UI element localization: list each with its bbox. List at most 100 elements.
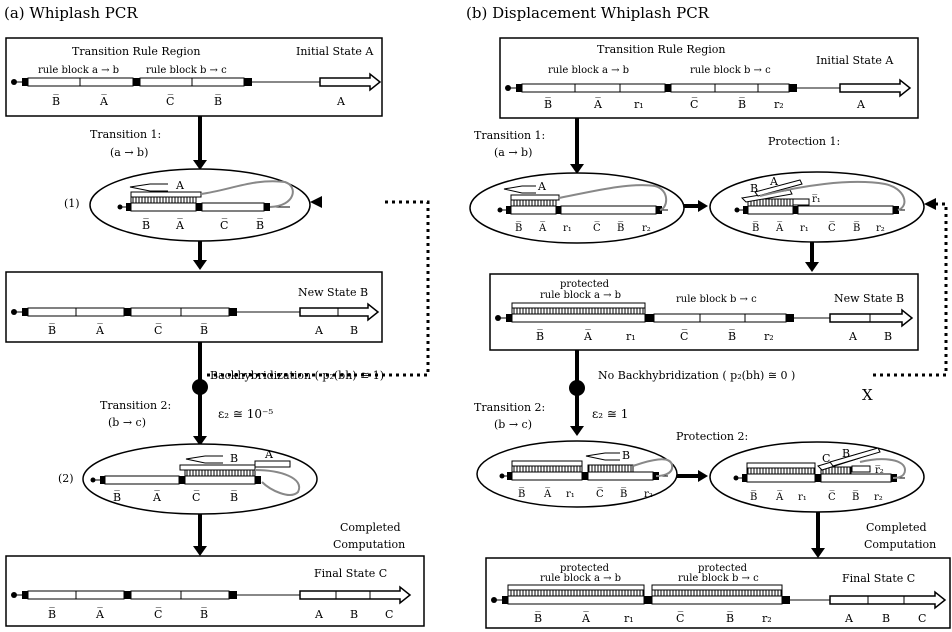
- b-ell2-l4: C̅: [596, 488, 604, 500]
- bp2-l2: A̅: [775, 491, 784, 503]
- b-state-label: Initial State A: [816, 54, 894, 67]
- bp2-seg-c: C: [822, 452, 830, 465]
- b-ns-seg-b: B: [884, 330, 892, 343]
- b-ell1-l6: r₂: [642, 223, 651, 234]
- b-label-5: B̅: [738, 97, 746, 111]
- bp1-seg-a: A: [769, 175, 779, 188]
- fs-seg-a: A: [314, 608, 324, 621]
- b-label-6: r₂: [774, 98, 784, 111]
- b-label-3: r₁: [634, 98, 644, 111]
- b-ell2-l2: A̅: [543, 488, 552, 500]
- panel-a-new-state-box: New State B B̅ A̅ C̅ B̅ A B: [5, 271, 383, 343]
- panel-a-final-box: Final State C B̅ A̅ C̅ B̅ A B C: [5, 555, 425, 627]
- b-ns-l4: C̅: [680, 329, 688, 343]
- panel-b-ellipse-1: A B̅ A̅ r₁ C̅ B̅ r₂: [469, 172, 685, 244]
- final-state-label: Final State C: [314, 567, 387, 580]
- b-completed-2: Computation: [864, 538, 936, 551]
- b-ns-seg-a: A: [848, 330, 858, 343]
- bp2-l5: B̅: [852, 491, 859, 503]
- panel-b-initial-box: Transition Rule Region Initial State A r…: [499, 37, 919, 119]
- b-ns-protected-2: rule block a → b: [540, 290, 621, 301]
- ns-label-3: C̅: [154, 323, 162, 337]
- junction-dot: [192, 379, 208, 395]
- ns-seg-b: B: [350, 324, 358, 337]
- b-completed-1: Completed: [866, 521, 927, 534]
- completed-line-1: Completed: [340, 521, 401, 534]
- x-mark: X: [862, 386, 873, 404]
- ell2-seg-b: B: [230, 452, 238, 465]
- bf-l1: B̅: [534, 611, 542, 625]
- fs-seg-c: C: [385, 608, 393, 621]
- transition-1-sub: (a → b): [110, 146, 148, 159]
- b-ell1-l4: C̅: [593, 222, 601, 234]
- b-ell2-seg: B: [622, 449, 630, 462]
- new-state-label: New State B: [298, 286, 368, 299]
- b-transition-1-label: Transition 1:: [474, 129, 545, 142]
- ell2-label-3: C̅: [192, 490, 200, 504]
- bp2-r: r̅₂: [875, 465, 884, 476]
- step-1-number: (1): [64, 197, 80, 210]
- b-ns-protected-1: protected: [560, 279, 610, 290]
- ell1-label-4: B̅: [256, 218, 264, 232]
- b-label-4: C̅: [690, 97, 698, 111]
- bp2-l3: r₁: [798, 492, 807, 503]
- bp2-l4: C̅: [828, 491, 836, 503]
- bf-prot-b2: rule block b → c: [678, 573, 759, 584]
- state-segment-a: A: [336, 95, 346, 108]
- bf-l6: r₂: [762, 612, 772, 625]
- rule-block-b-label: rule block b → c: [146, 65, 227, 76]
- transition-1-label: Transition 1:: [90, 128, 161, 141]
- panel-a-ellipse-2: (2) B A B̅ A̅ C̅ B̅: [58, 443, 318, 515]
- b-ell1-l1: B̅: [515, 222, 522, 234]
- b-transition-2-sub: (b → c): [494, 418, 532, 431]
- no-backhybridization-label: No Backhybridization ( p₂(bh) ≅ 0 ): [598, 369, 795, 382]
- ns-label-4: B̅: [200, 323, 208, 337]
- label-1: B̅: [52, 94, 60, 108]
- b-ell2-l3: r₁: [566, 489, 575, 500]
- bp1-l3: r₁: [800, 223, 809, 234]
- fs-seg-b: B: [350, 608, 358, 621]
- bf-seg-b: B: [882, 612, 890, 625]
- b-ns-l5: B̅: [728, 329, 736, 343]
- panel-b-ellipse-protect-1: B A r̅₁ B̅ A̅ r₁ C̅ B̅ r₂: [709, 171, 925, 243]
- b-transition-2-label: Transition 2:: [474, 401, 545, 414]
- b-ell2-l5: B̅: [620, 488, 627, 500]
- panel-b-ellipse-2: B B̅ A̅ r₁ C̅ B̅ r₂: [476, 440, 678, 508]
- bp2-l1: B̅: [750, 491, 757, 503]
- b-label-2: A̅: [593, 97, 603, 111]
- protection-1-label: Protection 1:: [768, 135, 840, 148]
- ell1-label-2: A̅: [175, 218, 185, 232]
- bf-l3: r₁: [624, 612, 634, 625]
- completed-line-2: Computation: [333, 538, 405, 551]
- bf-l5: B̅: [726, 611, 734, 625]
- bf-prot-b1: protected: [698, 563, 748, 574]
- bf-l4: C̅: [676, 611, 684, 625]
- bp1-seg-b: B: [750, 182, 758, 195]
- b-rule-region-label: Transition Rule Region: [597, 43, 726, 56]
- b-ns-l2: A̅: [583, 329, 593, 343]
- backhybridization-label: Backhybridization ( p₂(bh) ≅ 1): [210, 369, 384, 382]
- ell2-seg-a: A: [264, 448, 274, 461]
- bf-seg-a: A: [844, 612, 854, 625]
- bp1-l4: C̅: [828, 222, 836, 234]
- ell1-seg-a: A: [175, 179, 185, 192]
- b-ns-rule-b: rule block b → c: [676, 294, 757, 305]
- bp1-l2: A̅: [775, 222, 784, 234]
- epsilon-label: ε₂ ≅ 10⁻⁵: [218, 407, 273, 421]
- bf-prot-a2: rule block a → b: [540, 573, 621, 584]
- panel-a-title: (a) Whiplash PCR: [4, 4, 138, 22]
- b-state-seg: A: [856, 98, 866, 111]
- panel-b-title: (b) Displacement Whiplash PCR: [466, 4, 710, 22]
- ell2-label-2: A̅: [152, 490, 162, 504]
- panel-b-ellipse-protect-2: C B r̅₂ B̅ A̅ r₁ C̅ B̅ r₂: [709, 441, 925, 513]
- b-epsilon-label: ε₂ ≅ 1: [592, 407, 628, 421]
- label-2: A̅: [99, 94, 109, 108]
- b-ell1-l3: r₁: [563, 223, 572, 234]
- b-rule-b-label: rule block b → c: [690, 65, 771, 76]
- transition-2-sub: (b → c): [108, 416, 146, 429]
- ns-seg-a: A: [314, 324, 324, 337]
- b-ell1-l2: A̅: [538, 222, 547, 234]
- bf-state: Final State C: [842, 572, 915, 585]
- b-ell2-l1: B̅: [518, 488, 525, 500]
